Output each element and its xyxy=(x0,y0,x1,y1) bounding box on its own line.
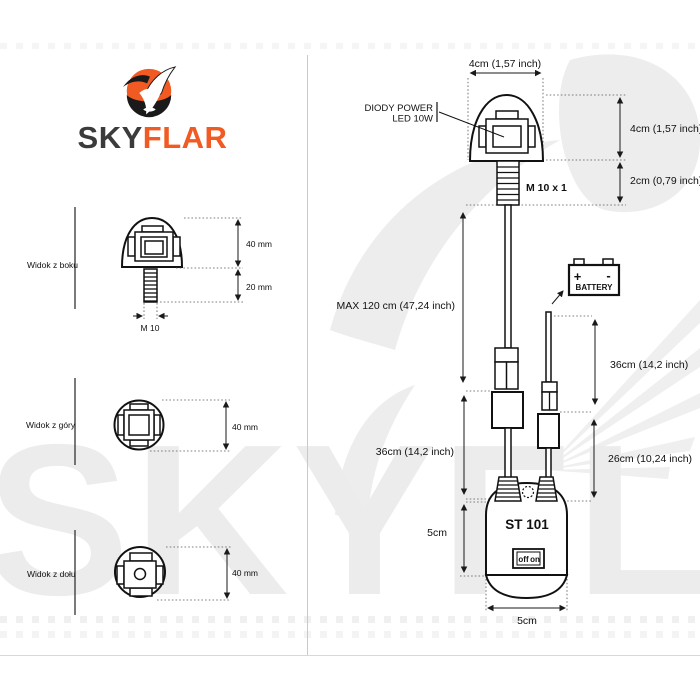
battery-connector xyxy=(537,413,560,449)
battery-cable-lower xyxy=(545,447,552,479)
led-callout: DIODY POWER LED 10W xyxy=(365,102,505,138)
bottom-view-dim-40mm: 40 mm xyxy=(232,568,258,578)
strain-relief-left xyxy=(494,476,522,502)
unit-name-label: ST 101 xyxy=(505,517,549,532)
skyflar-logo-icon xyxy=(122,66,177,118)
lamp-head xyxy=(468,93,545,206)
power-switch: off on xyxy=(512,548,545,569)
side-view: Widok z boku 40 mm 20 mm xyxy=(27,207,272,333)
control-unit: ST 101 off on xyxy=(484,476,569,600)
noise-band-top xyxy=(0,43,700,49)
noise-band-bottom1 xyxy=(0,616,700,623)
skyflar-wordmark: SKYFLAR xyxy=(55,122,250,153)
battery-minus: - xyxy=(606,268,610,283)
side-view-dim-20mm: 20 mm xyxy=(246,282,272,292)
battery-label: BATTERY xyxy=(576,283,614,292)
bottom-view: Widok z dołu 40 mm xyxy=(27,530,258,615)
side-view-dim-40mm: 40 mm xyxy=(246,239,272,249)
length-dimensions: MAX 120 cm (47,24 inch) 36cm (14,2 inch)… xyxy=(337,212,692,627)
side-view-thread-label: M 10 xyxy=(141,323,160,333)
battery-plus: + xyxy=(574,269,582,284)
led-callout-line1: DIODY POWER xyxy=(365,103,434,114)
dim-thread-length: 2cm (0,79 inch) xyxy=(630,175,700,187)
top-view: Widok z góry 40 mm xyxy=(26,378,258,465)
dim-26cm-right: 26cm (10,24 inch) xyxy=(608,453,692,465)
led-callout-line2: LED 10W xyxy=(392,114,433,125)
dim-36cm-left: 36cm (14,2 inch) xyxy=(376,446,454,458)
wordmark-flar: FLAR xyxy=(142,120,228,155)
battery-pointer-arrow xyxy=(551,290,564,305)
skyflar-text-watermark: SKYFL xyxy=(0,412,700,640)
wordmark-sky: SKY xyxy=(77,120,143,155)
dim-head-width: 4cm (1,57 inch) xyxy=(469,58,541,70)
bottom-view-label: Widok z dołu xyxy=(27,569,76,579)
thread-spec-label: M 10 x 1 xyxy=(526,182,567,194)
noise-band-bottom2 xyxy=(0,631,700,638)
dim-5cm-width: 5cm xyxy=(517,615,537,627)
mount-hole xyxy=(521,485,535,499)
left-views-drawing: Widok z boku 40 mm 20 mm xyxy=(26,207,272,615)
panel-divider-vertical xyxy=(307,55,308,655)
head-dimensions: 4cm (1,57 inch) 4cm (1,57 inch) 2cm (0,7… xyxy=(469,58,700,203)
bird-watermark xyxy=(330,54,700,520)
main-connector xyxy=(491,391,524,429)
dim-5cm-height: 5cm xyxy=(427,527,447,539)
dim-36cm-right: 36cm (14,2 inch) xyxy=(610,359,688,371)
side-view-label: Widok z boku xyxy=(27,260,78,270)
dim-head-height: 4cm (1,57 inch) xyxy=(630,123,700,135)
dim-max-length: MAX 120 cm (47,24 inch) xyxy=(337,300,455,312)
strain-relief-right xyxy=(535,476,558,502)
construction-lines xyxy=(460,78,626,612)
top-view-dim-40mm: 40 mm xyxy=(232,422,258,432)
main-technical-drawing: DIODY POWER LED 10W 4cm (1,57 inch) 4cm … xyxy=(337,58,700,627)
led-window xyxy=(492,125,522,148)
switch-on-label: on xyxy=(530,555,540,564)
battery-cable-chain xyxy=(537,311,560,479)
main-cable-lower xyxy=(504,427,512,479)
panel-divider-horizontal xyxy=(0,655,700,656)
main-cable-chain xyxy=(491,204,524,479)
switch-off-label: off xyxy=(518,555,529,564)
battery: + - BATTERY xyxy=(551,258,621,305)
main-cable-upper xyxy=(504,204,512,349)
battery-cable-upper xyxy=(545,311,552,383)
top-view-label: Widok z góry xyxy=(26,420,76,430)
